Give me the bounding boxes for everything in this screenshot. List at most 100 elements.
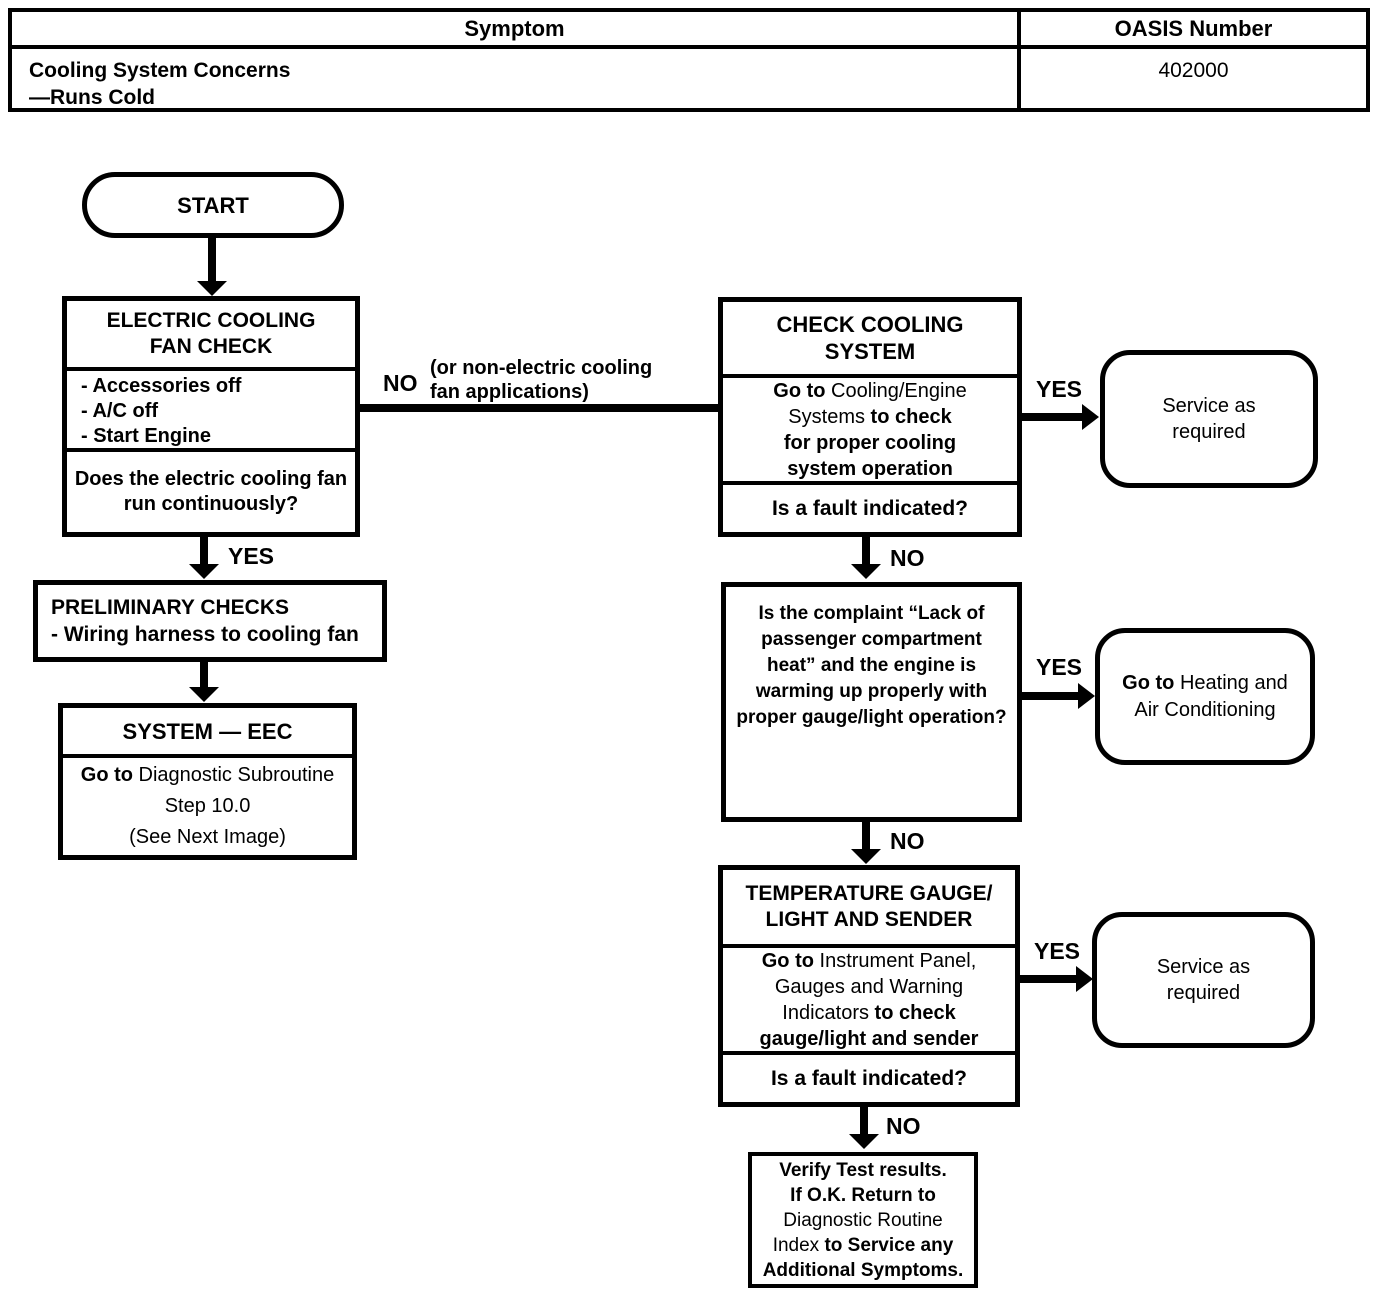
check-cooling-body-line-2: Systems to check <box>788 404 951 430</box>
service-as-required-top-node: Service as required <box>1100 350 1318 488</box>
symptom-cell: Cooling System Concerns —Runs Cold <box>12 49 1021 109</box>
verify-line-2: If O.K. Return to <box>790 1184 936 1206</box>
verify-line-5: Additional Symptoms. <box>762 1259 964 1281</box>
heating-ac-node: Go to Heating and Air Conditioning <box>1095 628 1315 765</box>
verify-test-results-node: Verify Test results. If O.K. Return to D… <box>748 1152 978 1288</box>
temp-gauge-title-line-2: LIGHT AND SENDER <box>765 908 973 931</box>
go-to-text: Go to <box>1122 671 1175 694</box>
arrow-yes-to-service-top <box>1022 413 1084 421</box>
eec-reference-text: Diagnostic Subroutine <box>132 764 335 786</box>
yes-label-temp-gauge: YES <box>1034 938 1081 964</box>
no-label-temp-gauge: NO <box>886 1113 921 1139</box>
service-top-line-2: required <box>1172 421 1246 443</box>
to-check-text: to check <box>870 405 952 428</box>
symptom-line-1: Cooling System Concerns <box>29 59 291 82</box>
no-label-fan-check: NO <box>383 370 418 396</box>
temp-gauge-body-line-2: Gauges and Warning <box>774 975 964 998</box>
cooling-reference-text: Cooling/Engine <box>825 379 967 402</box>
arrowhead-right-icon <box>1078 683 1095 709</box>
index-reference-text: Index <box>772 1234 825 1256</box>
check-cooling-body-line-4: system operation <box>787 457 953 480</box>
verify-line-1: Verify Test results. <box>779 1159 947 1181</box>
no-branch-note-line-1: (or non-electric cooling <box>430 357 653 379</box>
arrow-yes-to-heating <box>1022 692 1082 700</box>
verify-line-4: Index to Service any <box>773 1233 954 1258</box>
heating-ac-line-1: Go to Heating and <box>1122 670 1288 697</box>
to-check-text: to check <box>874 1001 956 1024</box>
arrow-no-to-verify <box>860 1107 868 1136</box>
fan-check-title-line-2: FAN CHECK <box>149 335 273 358</box>
check-cooling-body-line-3: for proper cooling <box>783 431 957 454</box>
arrow-no-to-temp-gauge <box>862 822 870 851</box>
service-as-required-bottom-node: Service as required <box>1092 912 1315 1048</box>
temp-gauge-body-line-3: Indicators to check <box>782 1000 955 1026</box>
system-eec-node: SYSTEM — EEC Go to Diagnostic Subroutine… <box>58 703 357 860</box>
symptom-column-header: Symptom <box>12 12 1021 49</box>
system-eec-body-line-2: Step 10.0 <box>164 795 251 817</box>
yes-label-complaint: YES <box>1036 654 1083 680</box>
temp-gauge-node: TEMPERATURE GAUGE/ LIGHT AND SENDER Go t… <box>718 865 1020 1107</box>
arrowhead-down-icon <box>851 564 881 579</box>
instrument-reference-text: Instrument Panel, <box>813 949 977 972</box>
complaint-question-node: Is the complaint “Lack of passenger comp… <box>721 582 1022 822</box>
symptom-oasis-table: Symptom OASIS Number Cooling System Conc… <box>8 8 1370 112</box>
arrow-preliminary-to-eec <box>200 662 208 689</box>
arrow-start-to-fan-check <box>208 237 216 283</box>
complaint-line-2: passenger compartment <box>761 629 982 650</box>
arrow-no-to-complaint <box>862 537 870 567</box>
arrowhead-down-icon <box>849 1134 879 1149</box>
temp-gauge-title: TEMPERATURE GAUGE/ LIGHT AND SENDER <box>723 870 1015 944</box>
preliminary-checks-node: PRELIMINARY CHECKS - Wiring harness to c… <box>33 580 387 662</box>
no-label-complaint: NO <box>890 828 925 854</box>
complaint-line-1: Is the complaint “Lack of <box>758 603 985 624</box>
system-eec-body-line-3: (See Next Image) <box>129 826 286 848</box>
oasis-number-cell: 402000 <box>1021 49 1366 108</box>
check-cooling-system-node: CHECK COOLING SYSTEM Go to Cooling/Engin… <box>718 297 1022 537</box>
go-to-text: Go to <box>773 379 826 402</box>
arrowhead-down-icon <box>197 281 227 296</box>
service-any-text: to Service any <box>824 1234 954 1256</box>
arrowhead-right-icon <box>1076 966 1093 992</box>
fan-check-step-1: - Accessories off <box>81 375 242 397</box>
verify-line-3: Diagnostic Routine <box>783 1209 943 1231</box>
start-label: START <box>177 192 249 218</box>
fan-check-title-line-1: ELECTRIC COOLING <box>106 309 316 332</box>
arrowhead-down-icon <box>189 564 219 579</box>
fan-check-question-line-1: Does the electric cooling fan <box>74 468 348 490</box>
start-node: START <box>82 172 344 238</box>
system-eec-body: Go to Diagnostic Subroutine Step 10.0 (S… <box>63 754 352 855</box>
temp-gauge-body: Go to Instrument Panel, Gauges and Warni… <box>723 944 1015 1051</box>
fan-check-question: Does the electric cooling fan run contin… <box>67 448 355 532</box>
oasis-number-value: 402000 <box>1158 59 1229 82</box>
preliminary-checks-title: PRELIMINARY CHECKS <box>51 596 290 619</box>
arrow-no-to-check-cooling <box>360 404 718 412</box>
indicators-reference-text: Indicators <box>782 1001 875 1024</box>
arrowhead-down-icon <box>189 687 219 702</box>
arrow-yes-to-preliminary <box>200 537 208 567</box>
go-to-text: Go to <box>761 949 814 972</box>
cooling-reference-text-2: Systems <box>788 405 871 428</box>
fan-check-step-3: - Start Engine <box>81 425 212 447</box>
arrowhead-right-icon <box>1082 404 1099 430</box>
system-eec-title: SYSTEM — EEC <box>63 708 352 754</box>
fan-check-steps: - Accessories off - A/C off - Start Engi… <box>67 367 355 448</box>
oasis-column-header: OASIS Number <box>1021 12 1366 49</box>
fan-check-step-2: - A/C off <box>81 400 159 422</box>
system-eec-title-text: SYSTEM — EEC <box>122 718 293 744</box>
temp-gauge-question-text: Is a fault indicated? <box>770 1066 968 1090</box>
yes-label-check-cooling: YES <box>1036 376 1083 402</box>
no-branch-note: (or non-electric cooling fan application… <box>430 356 652 404</box>
check-cooling-body: Go to Cooling/Engine Systems to check fo… <box>723 374 1017 481</box>
heating-reference-text: Heating and <box>1174 671 1288 694</box>
service-top-line-1: Service as <box>1162 395 1256 417</box>
arrowhead-down-icon <box>851 849 881 864</box>
go-to-text: Go to <box>80 764 133 786</box>
symptom-header-label: Symptom <box>464 15 565 41</box>
preliminary-checks-item: - Wiring harness to cooling fan <box>51 623 359 646</box>
check-cooling-question: Is a fault indicated? <box>723 481 1017 532</box>
fan-check-title: ELECTRIC COOLING FAN CHECK <box>67 301 355 367</box>
service-bottom-line-2: required <box>1166 982 1241 1004</box>
oasis-header-label: OASIS Number <box>1114 15 1273 41</box>
check-cooling-title-line-1: CHECK COOLING <box>776 312 964 337</box>
